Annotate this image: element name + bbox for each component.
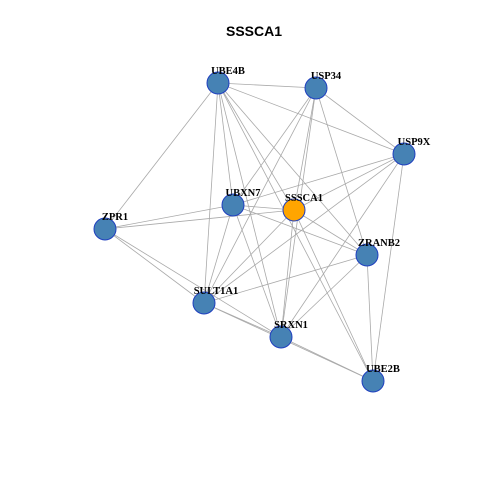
edge-sssca1-zpr1 <box>104 209 295 230</box>
edge-usp9x-sult1a1 <box>203 153 405 304</box>
edge-ube4b-sssca1 <box>217 82 295 211</box>
edge-srxn1-ube2b <box>280 336 374 382</box>
node-label-sult1a1: SULT1A1 <box>194 286 239 297</box>
edge-zranb2-sult1a1 <box>203 254 368 304</box>
edge-zpr1-srxn1 <box>104 228 282 338</box>
edge-sssca1-zranb2 <box>293 209 368 256</box>
node-label-srxn1: SRXN1 <box>274 320 308 331</box>
edge-usp9x-sssca1 <box>293 153 405 211</box>
graph-title: SSSCA1 <box>226 23 282 39</box>
node-label-ube2b: UBE2B <box>366 364 400 375</box>
edge-ubxn7-sult1a1 <box>203 204 234 304</box>
edge-ubxn7-srxn1 <box>232 204 282 338</box>
edge-ubxn7-zranb2 <box>232 204 368 256</box>
edge-zranb2-ube2b <box>366 254 374 382</box>
edge-usp9x-ubxn7 <box>232 153 405 206</box>
edge-ube4b-sult1a1 <box>203 82 219 304</box>
edge-zranb2-srxn1 <box>280 254 368 338</box>
node-label-zpr1: ZPR1 <box>102 212 128 223</box>
node-label-sssca1: SSSCA1 <box>285 193 323 204</box>
edge-ube4b-zranb2 <box>217 82 368 256</box>
edge-ube4b-ubxn7 <box>217 82 234 206</box>
edge-sssca1-sult1a1 <box>203 209 295 304</box>
node-sult1a1[interactable] <box>192 291 216 315</box>
node-ube2b[interactable] <box>361 369 385 393</box>
node-zpr1[interactable] <box>93 217 117 241</box>
node-usp34[interactable] <box>304 76 328 100</box>
edge-ube4b-usp34 <box>217 82 317 89</box>
edge-usp34-usp9x <box>315 87 405 155</box>
edge-ube4b-zpr1 <box>104 82 219 230</box>
node-label-usp34: USP34 <box>311 71 342 82</box>
edge-usp34-sult1a1 <box>203 87 317 304</box>
edge-sssca1-ube2b <box>293 209 374 382</box>
node-label-ube4b: UBE4B <box>211 66 245 77</box>
edge-usp34-zranb2 <box>315 87 368 256</box>
edges-layer <box>104 82 405 382</box>
node-srxn1[interactable] <box>269 325 293 349</box>
edge-ube4b-usp9x <box>217 82 405 155</box>
node-ubxn7[interactable] <box>221 193 245 217</box>
edge-usp34-ubxn7 <box>232 87 317 206</box>
edge-sssca1-srxn1 <box>280 209 295 338</box>
node-zranb2[interactable] <box>355 243 379 267</box>
node-label-usp9x: USP9X <box>398 137 431 148</box>
nodes-layer <box>93 71 416 393</box>
edge-zpr1-sult1a1 <box>104 228 205 304</box>
edge-usp9x-ube2b <box>372 153 405 382</box>
edge-ubxn7-zpr1 <box>104 204 234 230</box>
edge-usp34-sssca1 <box>293 87 317 211</box>
node-usp9x[interactable] <box>392 142 416 166</box>
node-ube4b[interactable] <box>206 71 230 95</box>
node-label-zranb2: ZRANB2 <box>358 238 400 249</box>
node-sssca1[interactable] <box>282 198 306 222</box>
node-label-ubxn7: UBXN7 <box>225 188 260 199</box>
edge-ube4b-srxn1 <box>217 82 282 338</box>
